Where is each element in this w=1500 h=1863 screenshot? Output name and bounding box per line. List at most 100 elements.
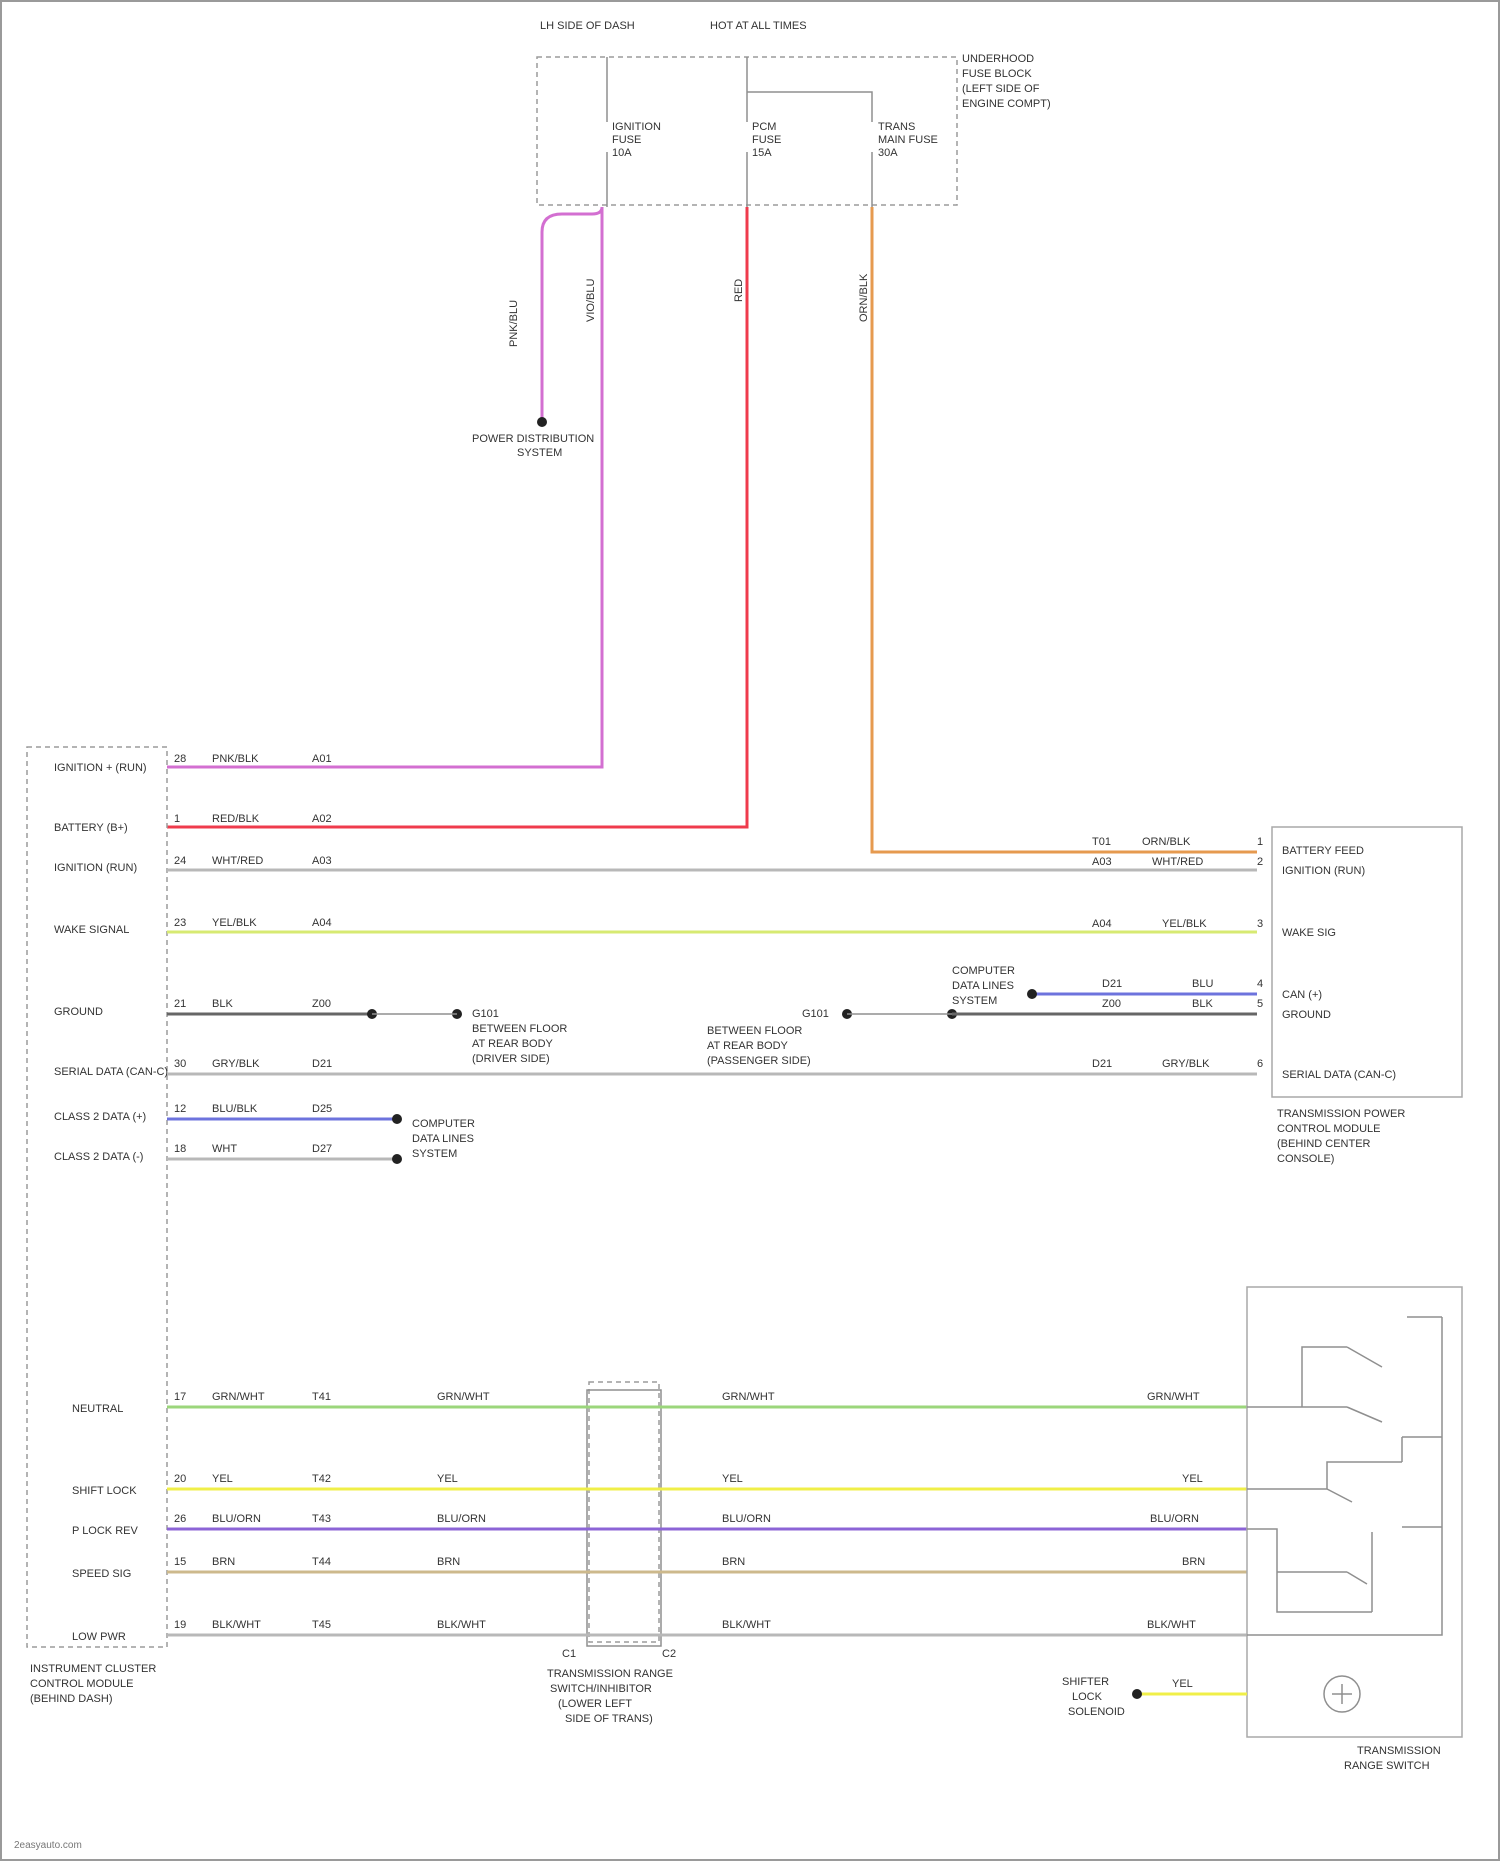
fuse-1-name: IGNITION (612, 121, 661, 133)
inline-connector-line-2: SWITCH/INHIBITOR (550, 1683, 652, 1695)
lower-circuit-3: T43 (312, 1513, 331, 1525)
speed-switch-contacts (1247, 1529, 1372, 1612)
left-pin-label-6: SERIAL DATA (CAN-C) (54, 1066, 168, 1078)
ground-note-2: SYSTEM (517, 447, 562, 459)
left-circuit-5: Z00 (312, 998, 331, 1010)
lower-wire-3: BLU/ORN (212, 1513, 261, 1525)
mid-wire-5: BLK/WHT (437, 1619, 486, 1631)
fuse-2-amps: 15A (752, 147, 772, 159)
left-pin-2: 1 (174, 813, 180, 825)
right-wire-5: BLK (1192, 998, 1213, 1010)
right-wire-6: GRY/BLK (1162, 1058, 1210, 1070)
inline-connector-c1: C1 (562, 1648, 576, 1660)
left-pin-label-2: BATTERY (B+) (54, 822, 128, 834)
left-pin-7: 12 (174, 1103, 186, 1115)
splice-left-name: G101 (472, 1008, 499, 1020)
lower-pin-3: 26 (174, 1513, 186, 1525)
lower-circuit-2: T42 (312, 1473, 331, 1485)
left-pin-4: 23 (174, 917, 186, 929)
left-pin-5: 21 (174, 998, 186, 1010)
fuse-3-name: TRANS (878, 121, 915, 133)
left-circuit-6: D21 (312, 1058, 332, 1070)
vertical-label-2: VIO/BLU (585, 279, 597, 322)
right-pin-label-5: GROUND (1282, 1009, 1331, 1021)
splice-left-line-2: AT REAR BODY (472, 1038, 554, 1050)
lower-wire-2: YEL (212, 1473, 233, 1485)
fuse-1-amps: 10A (612, 147, 632, 159)
left-pin-label-1: IGNITION + (RUN) (54, 762, 147, 774)
solenoid-wire-label: YEL (1172, 1678, 1193, 1690)
right-pin-4: 4 (1257, 978, 1263, 990)
left-wire-1: PNK/BLK (212, 753, 259, 765)
right-pin-3: 3 (1257, 918, 1263, 930)
lower-label-5: LOW PWR (72, 1631, 126, 1643)
lower-label-1: NEUTRAL (72, 1403, 123, 1415)
lower-pin-4: 15 (174, 1556, 186, 1568)
can-plus-dot (1027, 989, 1037, 999)
left-pin-3: 24 (174, 855, 186, 867)
left-pin-label-7: CLASS 2 DATA (+) (54, 1111, 146, 1123)
fuse-1-id: FUSE (612, 134, 641, 146)
right-pin-label-4: CAN (+) (1282, 989, 1322, 1001)
inline-connector-line-1: TRANSMISSION RANGE (547, 1668, 673, 1680)
right-pin-5: 5 (1257, 998, 1263, 1010)
left-circuit-3: A03 (312, 855, 332, 867)
vertical-label-3: RED (733, 279, 745, 302)
right-wire-4: BLU (1192, 978, 1213, 990)
ignition-feed-wire (167, 207, 602, 767)
transmission-range-switch-outline (1247, 1287, 1462, 1737)
far-right-wire-3: BLU/ORN (1150, 1513, 1199, 1525)
left-module-title-3: (BEHIND DASH) (30, 1693, 113, 1705)
inline-connector-shell (587, 1390, 661, 1646)
inline-connector-line-4: SIDE OF TRANS) (565, 1713, 653, 1725)
splice-right-line-3: (PASSENGER SIDE) (707, 1055, 811, 1067)
right-pin-label-3: WAKE SIG (1282, 927, 1336, 939)
network-label-3: SYSTEM (412, 1148, 457, 1160)
splice-right-line-2: AT REAR BODY (707, 1040, 789, 1052)
fuse-3-id: MAIN FUSE (878, 134, 938, 146)
right-pin-2: 2 (1257, 856, 1263, 868)
lower-pin-1: 17 (174, 1391, 186, 1403)
ground-junction-dot (537, 417, 547, 427)
right-pin-6: 6 (1257, 1058, 1263, 1070)
ground-note-1: POWER DISTRIBUTION (472, 433, 594, 445)
side-note-1: UNDERHOOD (962, 53, 1034, 65)
right-mid-wire-3: BLU/ORN (722, 1513, 771, 1525)
fuse-block-sublabel: HOT AT ALL TIMES (710, 20, 807, 32)
lower-module-title-1: TRANSMISSION (1357, 1745, 1441, 1757)
left-pin-label-8: CLASS 2 DATA (-) (54, 1151, 143, 1163)
left-circuit-2: A02 (312, 813, 332, 825)
right-circuit-5: Z00 (1102, 998, 1121, 1010)
left-module-title-1: INSTRUMENT CLUSTER (30, 1663, 156, 1675)
far-right-wire-1: GRN/WHT (1147, 1391, 1200, 1403)
lower-label-3: P LOCK REV (72, 1525, 138, 1537)
class2-minus-dot (392, 1154, 402, 1164)
shift-lock-switch-contacts (1247, 1437, 1402, 1502)
right-circuit-3: A04 (1092, 918, 1112, 930)
fuse-3-amps: 30A (878, 147, 898, 159)
mid-wire-4: BRN (437, 1556, 460, 1568)
side-note-3: (LEFT SIDE OF (962, 83, 1040, 95)
right-module-title-2: CONTROL MODULE (1277, 1123, 1381, 1135)
left-wire-3: WHT/RED (212, 855, 263, 867)
fuse-block-label: LH SIDE OF DASH (540, 20, 635, 32)
right-wire-2: WHT/RED (1152, 856, 1203, 868)
far-right-wire-2: YEL (1182, 1473, 1203, 1485)
vertical-label-1: PNK/BLU (508, 300, 520, 347)
fuse-2-name: PCM (752, 121, 776, 133)
right-circuit-6: D21 (1092, 1058, 1112, 1070)
right-mid-wire-2: YEL (722, 1473, 743, 1485)
lower-pin-5: 19 (174, 1619, 186, 1631)
network-label-right-3: SYSTEM (952, 995, 997, 1007)
network-label-right-2: DATA LINES (952, 980, 1014, 992)
right-mid-wire-1: GRN/WHT (722, 1391, 775, 1403)
vertical-label-4: ORN/BLK (858, 273, 870, 322)
network-label-2: DATA LINES (412, 1133, 474, 1145)
splice-left-line-3: (DRIVER SIDE) (472, 1053, 550, 1065)
right-module-title-1: TRANSMISSION POWER (1277, 1108, 1405, 1120)
inline-connector-outline (589, 1382, 659, 1642)
left-circuit-7: D25 (312, 1103, 332, 1115)
instrument-cluster-module-outline (27, 747, 167, 1647)
